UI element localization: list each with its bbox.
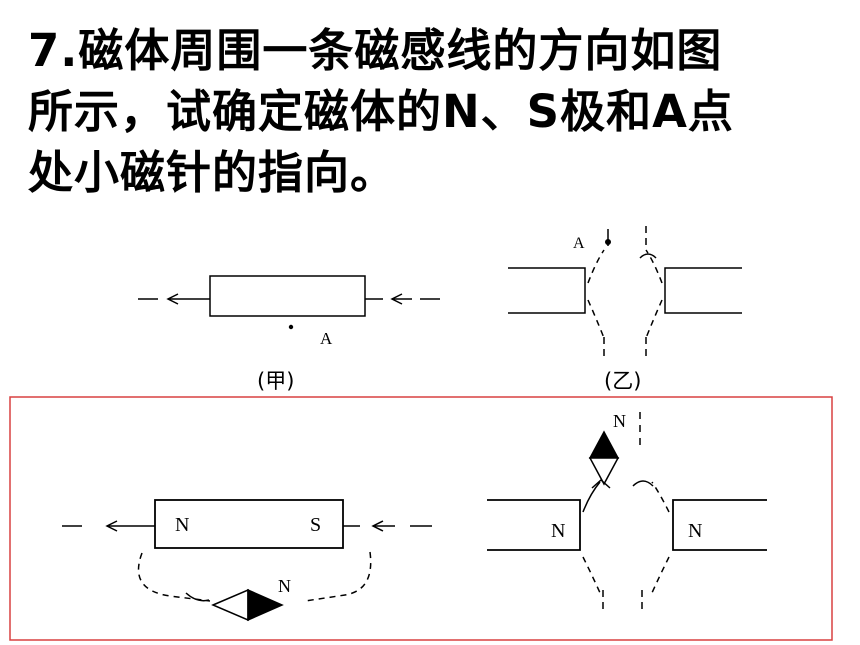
field-line-curve <box>582 556 602 596</box>
answer-figure-right: N N N <box>487 411 767 610</box>
field-line-curve <box>587 299 605 339</box>
point-a-dot <box>288 324 294 330</box>
point-a-label: A <box>320 329 333 348</box>
compass-needle-tail <box>588 457 620 486</box>
figure-label-yi: (乙) <box>604 369 641 393</box>
figure-jia: A (甲) <box>138 275 440 393</box>
field-line-curve <box>645 249 663 284</box>
field-line-curve <box>651 481 670 513</box>
point-a-dot <box>605 239 611 245</box>
needle-n-label: N <box>613 411 626 431</box>
needle-n-label: N <box>278 576 291 596</box>
answer-box <box>9 396 833 641</box>
magnet-yi-right <box>664 267 742 314</box>
compass-needle-tail <box>211 588 249 622</box>
question-line-3: 处小磁针的指向。 <box>28 146 397 199</box>
field-line-curve <box>650 556 670 596</box>
field-line-curve <box>587 249 605 284</box>
field-line-curve <box>137 552 211 602</box>
field-line-curve <box>582 481 601 513</box>
magnet-pole-s-label: S <box>310 514 321 536</box>
question-line-1: 7.磁体周围一条磁感线的方向如图 <box>28 24 723 77</box>
magnet-pole-n-label: N <box>551 520 565 542</box>
field-direction-arrow-icon <box>639 253 657 259</box>
figure-yi: A (乙) <box>508 226 742 393</box>
magnet-answer-left <box>487 499 581 551</box>
question-line-2: 所示，试确定磁体的N、S极和A点 <box>28 85 734 138</box>
compass-needle-north-tip <box>588 430 620 459</box>
field-direction-arrow-icon <box>632 480 654 487</box>
magnet-pole-n-label: N <box>175 514 189 536</box>
field-direction-arrow-icon <box>591 478 611 489</box>
answer-figure-left: N S N <box>62 499 432 622</box>
field-line-curve <box>304 551 372 602</box>
field-direction-arrow-icon <box>185 592 210 602</box>
figure-label-jia: (甲) <box>257 369 294 393</box>
field-line-curve <box>645 299 663 339</box>
magnet-answer-right <box>672 499 767 551</box>
bar-magnet-answer <box>154 499 344 549</box>
compass-needle-north-tip <box>247 588 284 622</box>
bar-magnet-jia <box>209 275 366 317</box>
magnet-yi-left <box>508 267 586 314</box>
magnet-pole-n-label: N <box>688 520 702 542</box>
point-a-label: A <box>573 235 585 252</box>
question-text: 7.磁体周围一条磁感线的方向如图 所示，试确定磁体的N、S极和A点 处小磁针的指… <box>28 20 848 203</box>
